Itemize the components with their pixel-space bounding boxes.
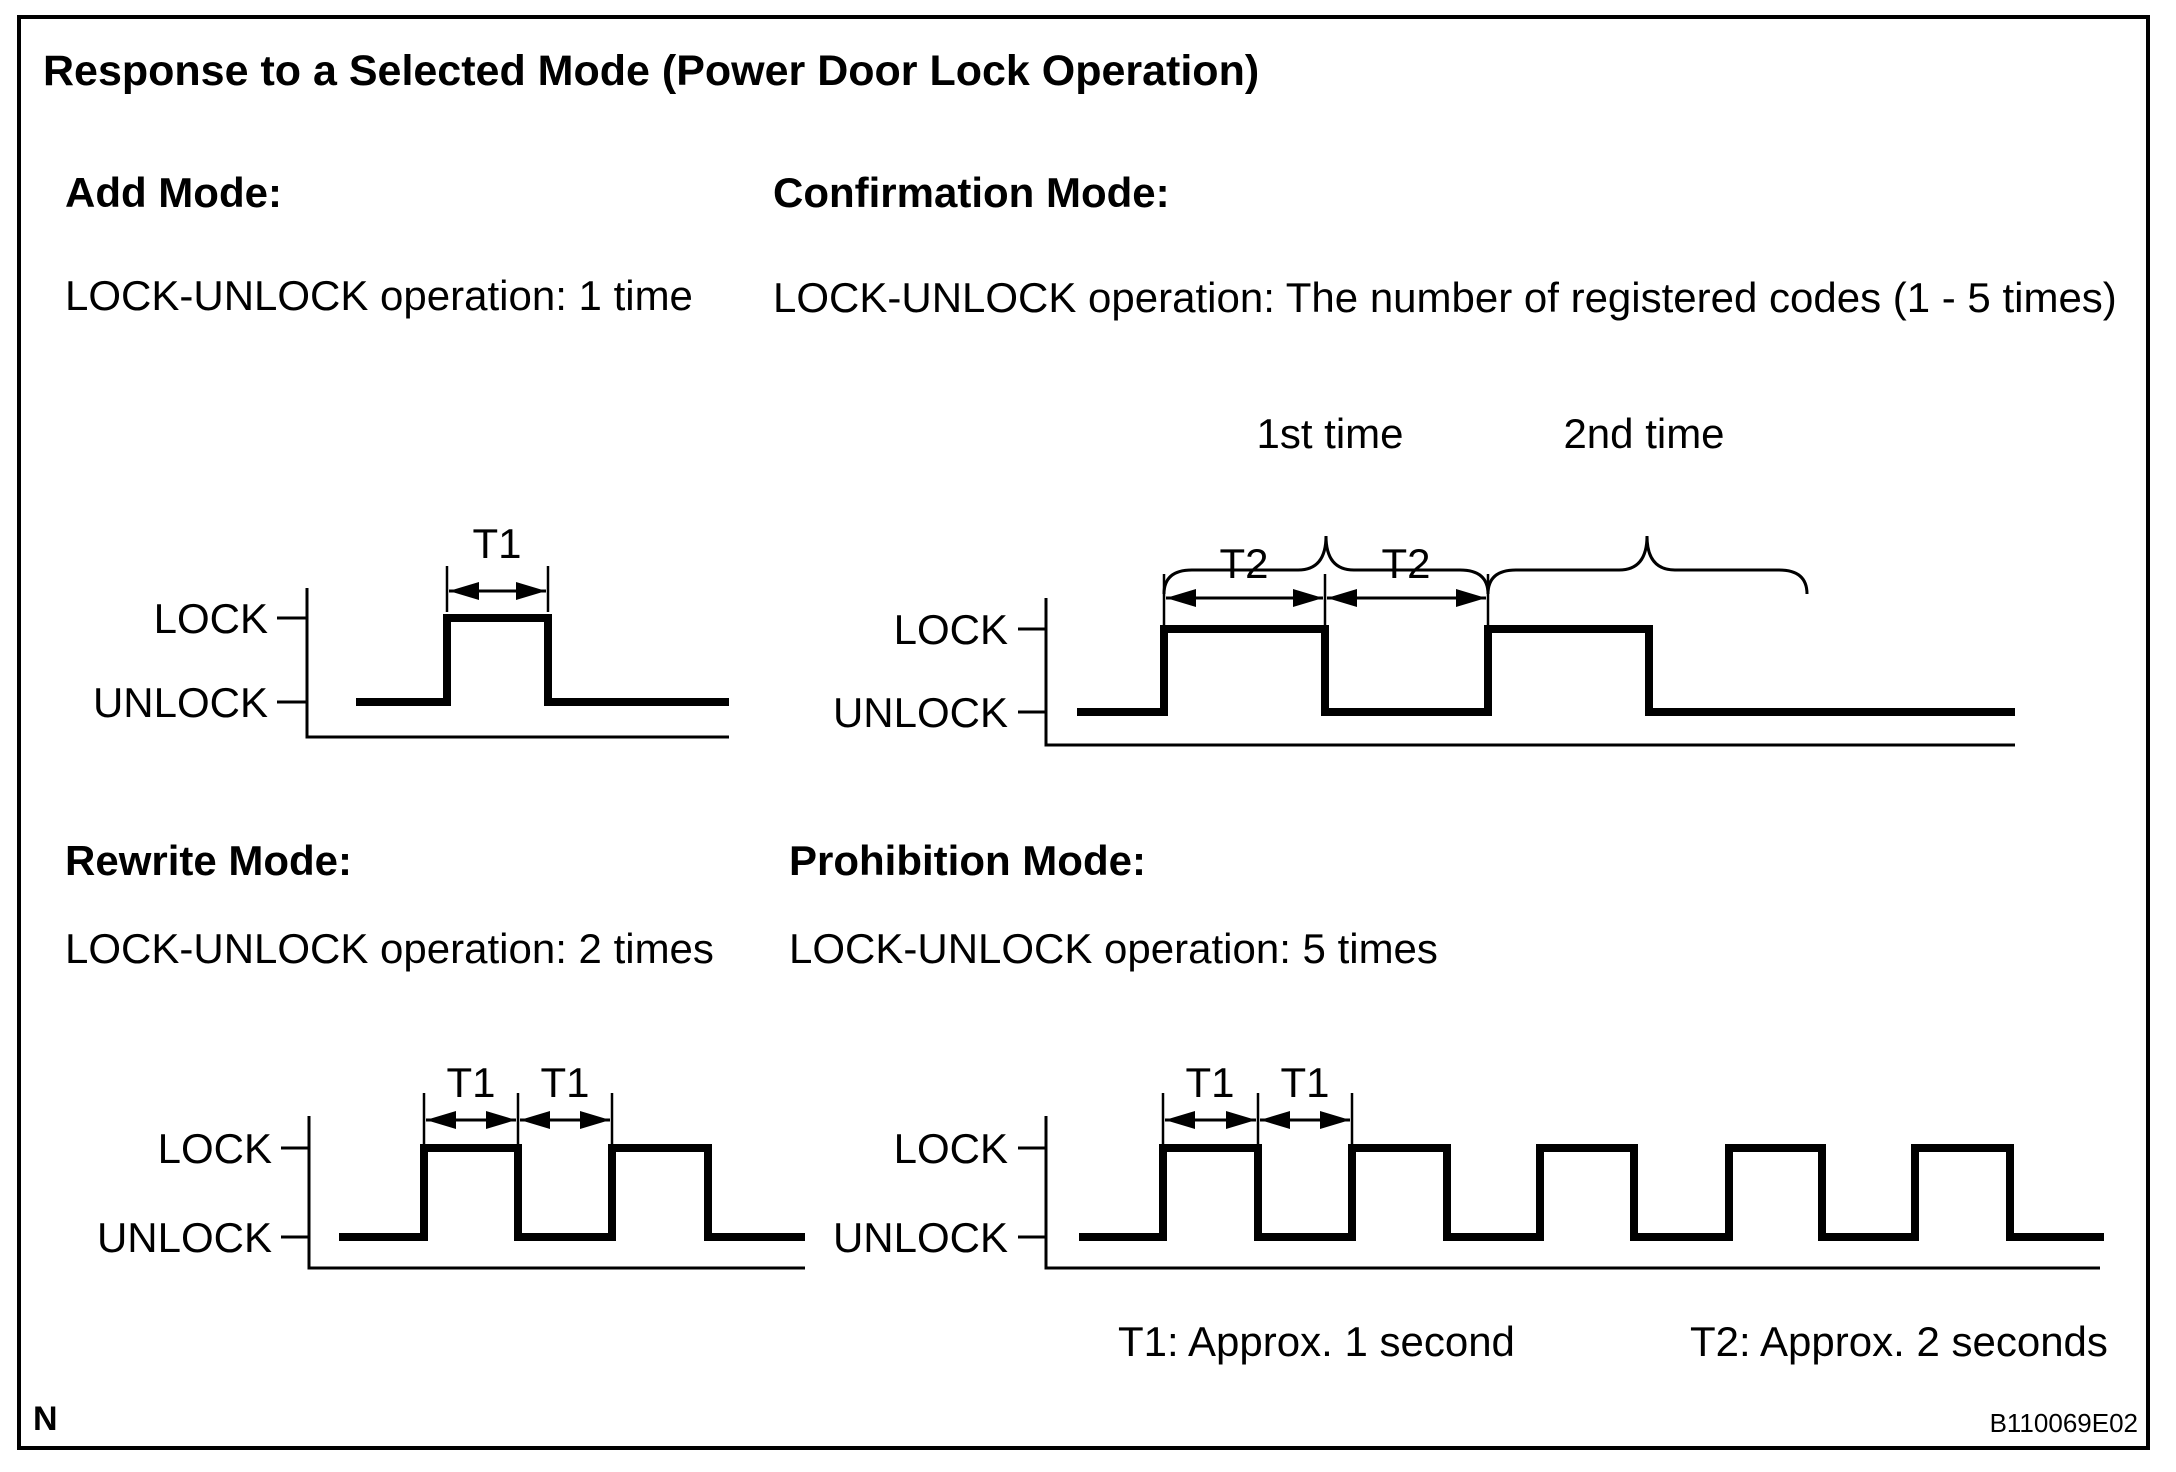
confirmation-mode-lock-label: LOCK [894,606,1008,653]
rewrite-mode-unlock-label: UNLOCK [97,1214,272,1261]
figure-border [17,15,2150,1450]
arrowhead-left [520,1111,550,1129]
arrowhead-right [580,1111,610,1129]
second-time-label: 2nd time [1563,410,1724,457]
figure-title: Response to a Selected Mode (Power Door … [43,47,1259,95]
t1-dimension-arrow [449,582,546,600]
prohibition-mode-unlock-label: UNLOCK [833,1214,1008,1261]
arrowhead-left [426,1111,456,1129]
rewrite-mode-axis [307,1116,805,1270]
arrowhead-right [486,1111,516,1129]
second-time-brace [1486,535,1809,595]
confirmation-mode-operation: LOCK-UNLOCK operation: The number of reg… [773,274,2117,321]
prohibition-mode-axis [1044,1116,2100,1270]
t2-dimension-arrow-2 [1327,589,1486,607]
prohibition-mode-lock-label: LOCK [894,1125,1008,1172]
t1-definition-note: T1: Approx. 1 second [1118,1318,1515,1365]
arrowhead-right [1320,1111,1350,1129]
t2-definition-note: T2: Approx. 2 seconds [1690,1318,2108,1365]
arrowhead-left [1327,589,1357,607]
add-mode-section: Add Mode: LOCK-UNLOCK operation: 1 time … [65,169,729,739]
prohibition-mode-operation: LOCK-UNLOCK operation: 5 times [789,925,1438,972]
add-mode-waveform [356,614,729,706]
confirmation-mode-waveform [1077,625,2015,716]
prohibition-mode-heading: Prohibition Mode: [789,837,1146,884]
arrowhead-left [1166,589,1196,607]
add-mode-operation: LOCK-UNLOCK operation: 1 time [65,272,693,319]
figure-code: B110069E02 [1990,1408,2138,1438]
t1-dimension-arrow-2 [1260,1111,1350,1129]
arrowhead-right [1226,1111,1256,1129]
rewrite-t1-label-1: T1 [446,1059,495,1106]
confirmation-mode-axis [1044,598,2015,747]
arrowhead-left [1260,1111,1290,1129]
rewrite-mode-heading: Rewrite Mode: [65,837,352,884]
arrowhead-left [449,582,479,600]
rewrite-mode-operation: LOCK-UNLOCK operation: 2 times [65,925,714,972]
rewrite-t1-label-2: T1 [540,1059,589,1106]
add-mode-unlock-label: UNLOCK [93,679,268,726]
confirmation-mode-section: Confirmation Mode: LOCK-UNLOCK operation… [773,169,2117,747]
first-time-brace [1162,535,1490,595]
add-mode-heading: Add Mode: [65,169,282,216]
prohibition-t1-label-1: T1 [1185,1059,1234,1106]
t1-dimension-arrow-1 [426,1111,516,1129]
confirmation-mode-unlock-label: UNLOCK [833,689,1008,736]
arrowhead-right [1456,589,1486,607]
confirmation-t2-label-1: T2 [1219,540,1268,587]
confirmation-t2-label-2: T2 [1381,540,1430,587]
arrowhead-left [1165,1111,1195,1129]
rewrite-mode-section: Rewrite Mode: LOCK-UNLOCK operation: 2 t… [65,837,805,1270]
rewrite-mode-waveform [339,1144,805,1241]
add-mode-axis [305,588,729,739]
arrowhead-right [1293,589,1323,607]
corner-marker: N [33,1400,58,1438]
prohibition-t1-label-2: T1 [1280,1059,1329,1106]
confirmation-mode-heading: Confirmation Mode: [773,169,1170,216]
prohibition-mode-section: Prohibition Mode: LOCK-UNLOCK operation:… [789,837,2104,1270]
rewrite-mode-lock-label: LOCK [158,1125,272,1172]
arrowhead-right [516,582,546,600]
add-mode-t1-label: T1 [472,520,521,567]
prohibition-mode-waveform [1079,1144,2104,1241]
t2-dimension-arrow-1 [1166,589,1323,607]
first-time-label: 1st time [1256,410,1403,457]
add-mode-lock-label: LOCK [154,595,268,642]
t1-dimension-arrow-1 [1165,1111,1256,1129]
t1-dimension-arrow-2 [520,1111,610,1129]
